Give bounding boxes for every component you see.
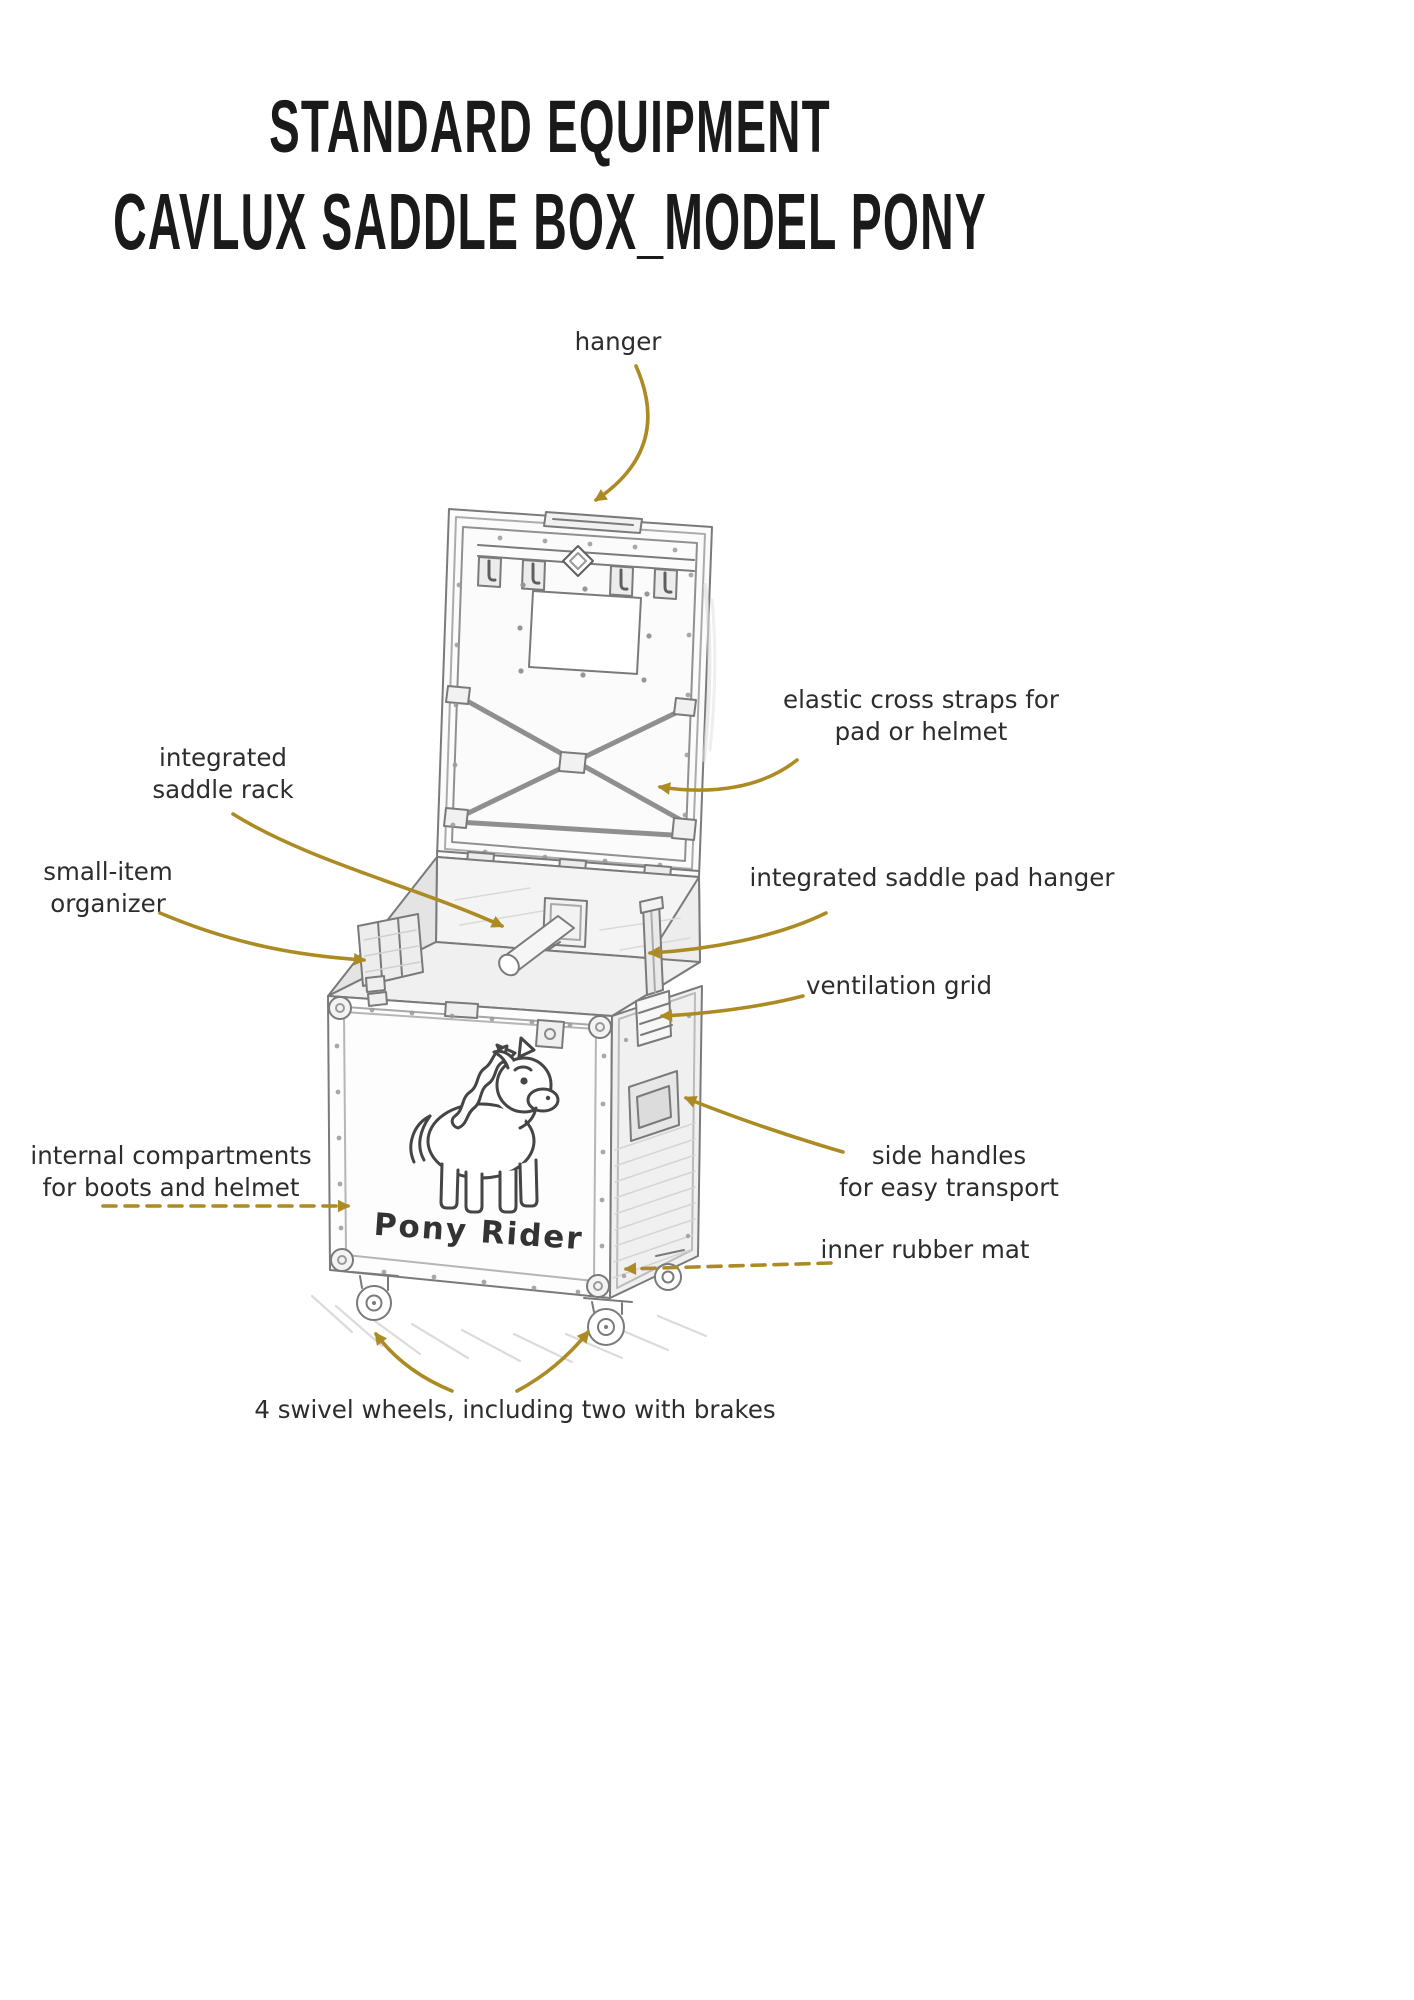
label-elastic-line-1: elastic cross straps for: [783, 685, 1059, 714]
bridle-hanger: [477, 544, 695, 600]
arrow-ventilation-grid: [659, 994, 805, 1022]
label-small-item-organizer: small-item organizer: [43, 856, 172, 920]
label-internal-compartments: internal compartments for boots and helm…: [30, 1140, 311, 1204]
label-elastic-line-2: pad or helmet: [834, 716, 1008, 746]
label-rack-line-2: saddle rack: [152, 774, 294, 804]
saddle-rack: [498, 897, 588, 977]
label-handles-line-1: side handles: [871, 1141, 1027, 1170]
box-front-face: Pony Rider: [327, 975, 613, 1299]
arrow-hanger: [593, 364, 650, 502]
label-hanger: hanger: [574, 327, 662, 356]
page-title-text-1: STANDARD EQUIPMENT: [269, 85, 831, 168]
lid-top-handle: [543, 511, 643, 534]
ground-shadow: [310, 1294, 708, 1364]
page-title-text-2: CAVLUX SADDLE BOX_MODEL PONY: [113, 177, 987, 266]
label-smallitem-line-1: small-item: [43, 857, 173, 886]
label-inner-rubber-mat: inner rubber mat: [820, 1235, 1030, 1264]
side-handle: [628, 1070, 680, 1142]
label-compartments-line-2: for boots and helmet: [42, 1172, 300, 1202]
page-title-line-1: STANDARD EQUIPMENT: [97, 84, 1003, 169]
small-item-organizer: [357, 913, 424, 987]
label-saddle-pad-hanger: integrated saddle pad hanger: [749, 863, 1115, 892]
label-smallitem-line-2: organizer: [50, 888, 166, 918]
ventilation-grid: [635, 990, 673, 1047]
arrow-integrated-saddle-rack: [231, 812, 505, 928]
label-swivel-wheels: 4 swivel wheels, including two with brak…: [254, 1395, 776, 1424]
callout-arrows: [101, 364, 845, 1393]
page-title-line-2: CAVLUX SADDLE BOX_MODEL PONY: [0, 176, 1303, 268]
front-rivets: [334, 1007, 607, 1295]
label-integrated-saddle-rack: integrated saddle rack: [152, 742, 293, 806]
label-ventilation-grid: ventilation grid: [805, 971, 993, 1000]
label-elastic-cross-straps: elastic cross straps for pad or helmet: [783, 684, 1059, 748]
side-hatching: [612, 1122, 696, 1279]
box-side-face: [609, 985, 703, 1299]
elastic-cross-straps: [443, 685, 697, 841]
arrow-wheels-left: [374, 1331, 454, 1393]
arrow-inner-rubber-mat: [623, 1261, 833, 1276]
arrow-small-item-organizer: [158, 911, 367, 966]
box-sketch: Pony Rider: [310, 508, 717, 1364]
swivel-wheels: [351, 1249, 685, 1346]
label-handles-line-2: for easy transport: [839, 1172, 1059, 1202]
pony-illustration: [409, 1036, 560, 1214]
arrow-elastic-cross-straps: [657, 758, 799, 795]
lid: [436, 508, 717, 878]
lid-window-plate: [517, 582, 652, 683]
arrow-side-handles: [683, 1095, 845, 1154]
label-compartments-line-1: internal compartments: [30, 1141, 312, 1170]
arrow-wheels-right: [515, 1330, 590, 1393]
arrow-saddle-pad-hanger: [647, 911, 828, 959]
label-side-handles: side handles for easy transport: [839, 1140, 1059, 1204]
label-rack-line-1: integrated: [159, 743, 287, 772]
